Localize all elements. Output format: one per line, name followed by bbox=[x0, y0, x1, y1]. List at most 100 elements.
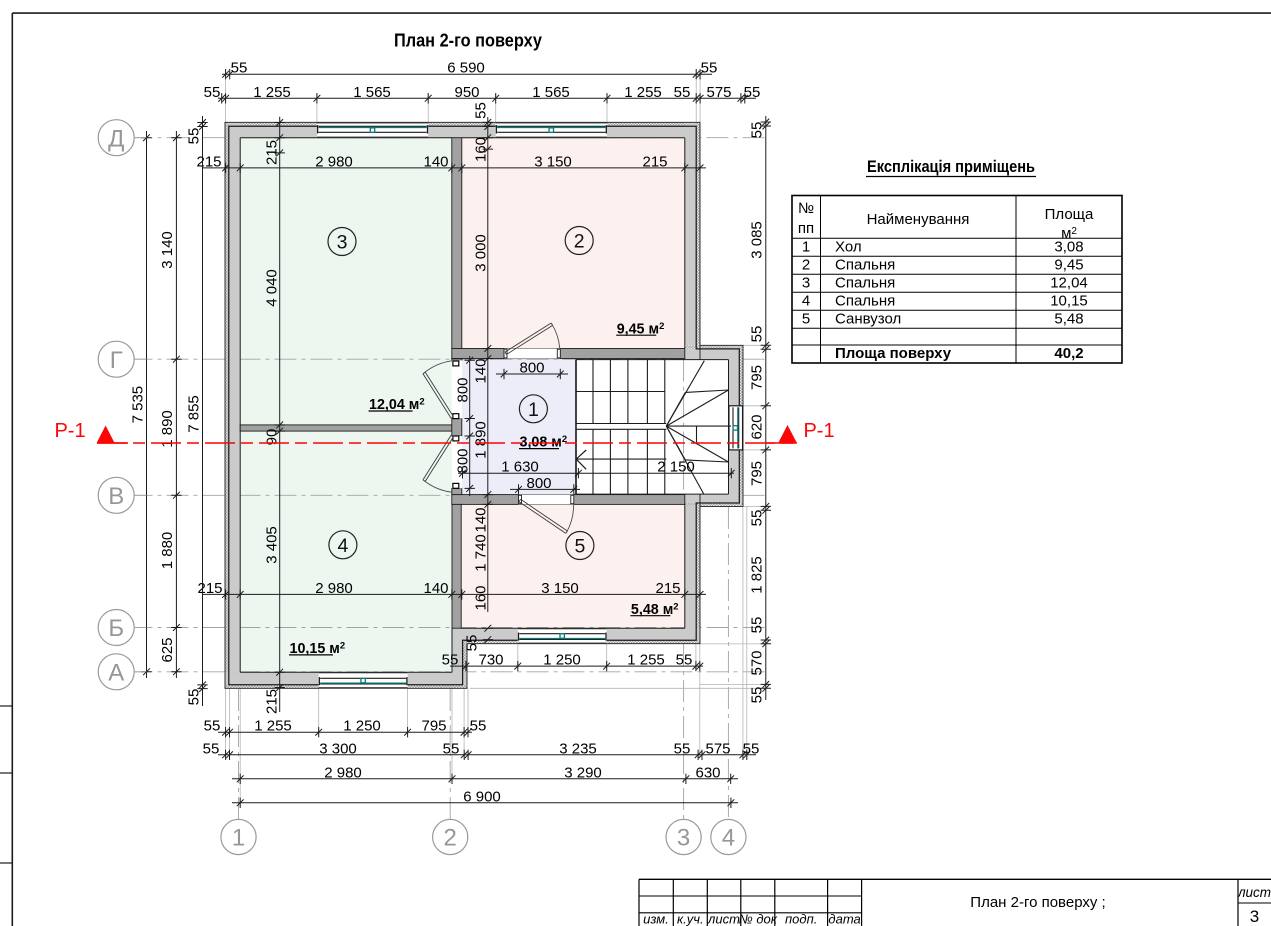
svg-text:625: 625 bbox=[159, 637, 176, 662]
svg-text:55: 55 bbox=[676, 652, 693, 669]
svg-text:55: 55 bbox=[472, 102, 489, 119]
svg-text:3 405: 3 405 bbox=[263, 526, 280, 564]
svg-text:подп.: подп. bbox=[785, 912, 817, 926]
svg-text:7 855: 7 855 bbox=[185, 395, 202, 433]
svg-text:140: 140 bbox=[472, 507, 489, 532]
svg-text:2: 2 bbox=[802, 257, 810, 274]
svg-text:2 980: 2 980 bbox=[315, 153, 353, 170]
svg-text:План 2-го поверху ;: План 2-го поверху ; bbox=[970, 894, 1105, 911]
svg-text:№ док: № док bbox=[739, 912, 778, 926]
svg-text:3 290: 3 290 bbox=[564, 764, 602, 781]
svg-text:2: 2 bbox=[574, 231, 585, 253]
svg-text:3: 3 bbox=[802, 275, 810, 292]
svg-text:55: 55 bbox=[470, 718, 487, 735]
svg-text:5: 5 bbox=[574, 536, 585, 558]
svg-text:1: 1 bbox=[232, 825, 245, 852]
svg-text:950: 950 bbox=[454, 84, 479, 101]
svg-text:Б: Б bbox=[108, 615, 124, 642]
svg-text:лист: лист bbox=[707, 912, 740, 926]
svg-text:55: 55 bbox=[463, 635, 480, 652]
svg-text:2: 2 bbox=[444, 825, 457, 852]
svg-text:1 250: 1 250 bbox=[343, 718, 381, 735]
svg-text:Санвузол: Санвузол bbox=[835, 311, 901, 328]
svg-text:215: 215 bbox=[263, 689, 280, 714]
svg-text:6 590: 6 590 bbox=[447, 60, 485, 77]
svg-text:3 140: 3 140 bbox=[159, 231, 176, 269]
svg-text:620: 620 bbox=[749, 414, 766, 439]
svg-text:1 255: 1 255 bbox=[624, 84, 662, 101]
svg-text:В: В bbox=[108, 483, 124, 510]
svg-text:575: 575 bbox=[706, 84, 731, 101]
svg-text:5: 5 bbox=[802, 311, 810, 328]
svg-text:пп: пп bbox=[798, 220, 814, 237]
svg-text:12,04 м2: 12,04 м2 bbox=[369, 397, 425, 414]
svg-text:4: 4 bbox=[337, 535, 348, 557]
svg-text:7 535: 7 535 bbox=[129, 386, 146, 424]
svg-text:1 890: 1 890 bbox=[159, 410, 176, 448]
svg-text:40,2: 40,2 bbox=[1054, 345, 1083, 362]
svg-text:3,08: 3,08 bbox=[1054, 239, 1083, 256]
svg-text:Спальня: Спальня bbox=[835, 257, 895, 274]
svg-text:3: 3 bbox=[337, 232, 348, 254]
svg-text:55: 55 bbox=[442, 652, 459, 669]
svg-text:Спальня: Спальня bbox=[835, 275, 895, 292]
svg-text:1 250: 1 250 bbox=[543, 652, 581, 669]
svg-text:3 150: 3 150 bbox=[534, 153, 572, 170]
svg-text:1: 1 bbox=[528, 399, 539, 421]
svg-text:P-1: P-1 bbox=[803, 420, 834, 442]
svg-text:2 980: 2 980 bbox=[315, 580, 353, 597]
svg-text:№: № bbox=[798, 200, 814, 217]
svg-text:1 255: 1 255 bbox=[254, 718, 292, 735]
svg-text:Г: Г bbox=[110, 347, 123, 374]
svg-text:1 880: 1 880 bbox=[159, 532, 176, 570]
svg-text:90: 90 bbox=[263, 429, 280, 446]
svg-text:630: 630 bbox=[695, 764, 720, 781]
svg-text:6 900: 6 900 bbox=[463, 788, 501, 805]
svg-text:55: 55 bbox=[744, 84, 761, 101]
svg-text:55: 55 bbox=[185, 128, 202, 145]
svg-text:3: 3 bbox=[677, 825, 690, 852]
svg-text:5,48: 5,48 bbox=[1054, 311, 1083, 328]
svg-text:140: 140 bbox=[423, 153, 448, 170]
svg-text:55: 55 bbox=[443, 740, 460, 757]
svg-text:3: 3 bbox=[1250, 907, 1259, 926]
svg-text:Хол: Хол bbox=[835, 239, 862, 256]
svg-text:P-1: P-1 bbox=[54, 420, 85, 442]
svg-text:55: 55 bbox=[749, 122, 766, 139]
svg-text:1 890: 1 890 bbox=[472, 421, 489, 459]
svg-text:Спальня: Спальня bbox=[835, 293, 895, 310]
svg-text:215: 215 bbox=[655, 580, 680, 597]
svg-text:570: 570 bbox=[749, 650, 766, 675]
svg-text:3 000: 3 000 bbox=[472, 234, 489, 272]
svg-text:2 150: 2 150 bbox=[657, 459, 695, 476]
svg-text:10,15: 10,15 bbox=[1050, 293, 1088, 310]
svg-text:215: 215 bbox=[263, 140, 280, 165]
svg-text:Експлікація приміщень: Експлікація приміщень bbox=[867, 158, 1035, 176]
svg-text:795: 795 bbox=[749, 365, 766, 390]
svg-text:575: 575 bbox=[705, 740, 730, 757]
svg-text:55: 55 bbox=[185, 689, 202, 706]
svg-text:4: 4 bbox=[802, 293, 810, 310]
svg-text:800: 800 bbox=[526, 475, 551, 492]
svg-text:9,45: 9,45 bbox=[1054, 257, 1083, 274]
svg-text:160: 160 bbox=[472, 137, 489, 162]
svg-text:Найменування: Найменування bbox=[867, 211, 970, 228]
svg-text:730: 730 bbox=[478, 652, 503, 669]
svg-text:55: 55 bbox=[204, 84, 221, 101]
svg-text:1 565: 1 565 bbox=[353, 84, 391, 101]
svg-text:Площа: Площа bbox=[1045, 206, 1094, 223]
svg-text:3 300: 3 300 bbox=[319, 740, 357, 757]
svg-text:4 040: 4 040 bbox=[263, 269, 280, 307]
svg-text:1 825: 1 825 bbox=[749, 556, 766, 594]
svg-text:1 255: 1 255 bbox=[253, 84, 291, 101]
svg-text:55: 55 bbox=[231, 60, 248, 77]
svg-text:1: 1 bbox=[802, 239, 810, 256]
svg-text:800: 800 bbox=[519, 360, 544, 377]
svg-text:795: 795 bbox=[749, 461, 766, 486]
svg-text:55: 55 bbox=[749, 617, 766, 634]
svg-text:215: 215 bbox=[196, 153, 221, 170]
svg-text:800: 800 bbox=[454, 448, 471, 473]
svg-text:140: 140 bbox=[423, 580, 448, 597]
svg-text:2 980: 2 980 bbox=[324, 764, 362, 781]
svg-text:Площа поверху: Площа поверху bbox=[835, 345, 952, 362]
